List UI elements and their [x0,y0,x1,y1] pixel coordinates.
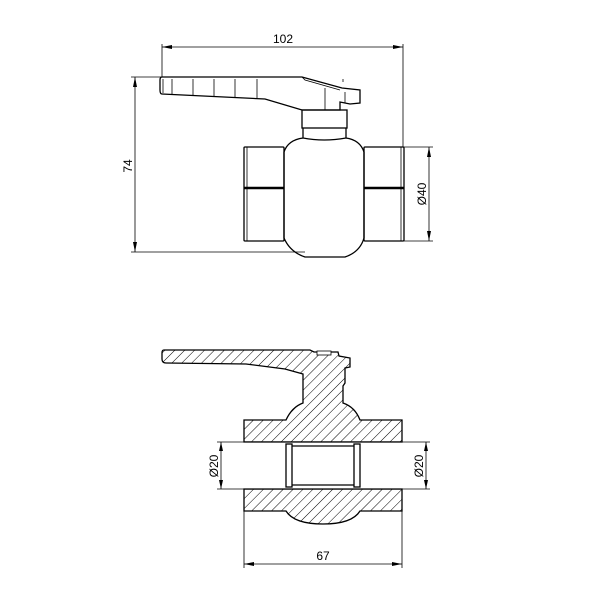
section-view: Ø20 Ø20 67 [161,349,430,568]
dimension-overall-length: 102 [161,32,404,147]
dimension-outer-diameter: Ø40 [404,146,433,242]
section-hatch [161,349,403,443]
side-view: 102 74 Ø40 [121,32,433,258]
inner-diameter-left-label: Ø20 [207,454,221,477]
overall-height-label: 74 [121,159,135,173]
handle-side [159,76,361,111]
handle-notch [316,350,332,356]
body-side [243,137,405,258]
outer-diameter-label: Ø40 [415,182,429,205]
body-length-label: 67 [316,549,330,563]
dimension-overall-height: 74 [121,76,305,253]
stem-side [301,109,348,141]
dimension-body-length: 67 [243,511,403,568]
inner-diameter-right-label: Ø20 [412,454,426,477]
dimension-inner-diameter-left: Ø20 [207,441,244,490]
overall-length-label: 102 [273,32,293,46]
bore [244,441,402,490]
dimension-inner-diameter-right: Ø20 [402,441,430,490]
